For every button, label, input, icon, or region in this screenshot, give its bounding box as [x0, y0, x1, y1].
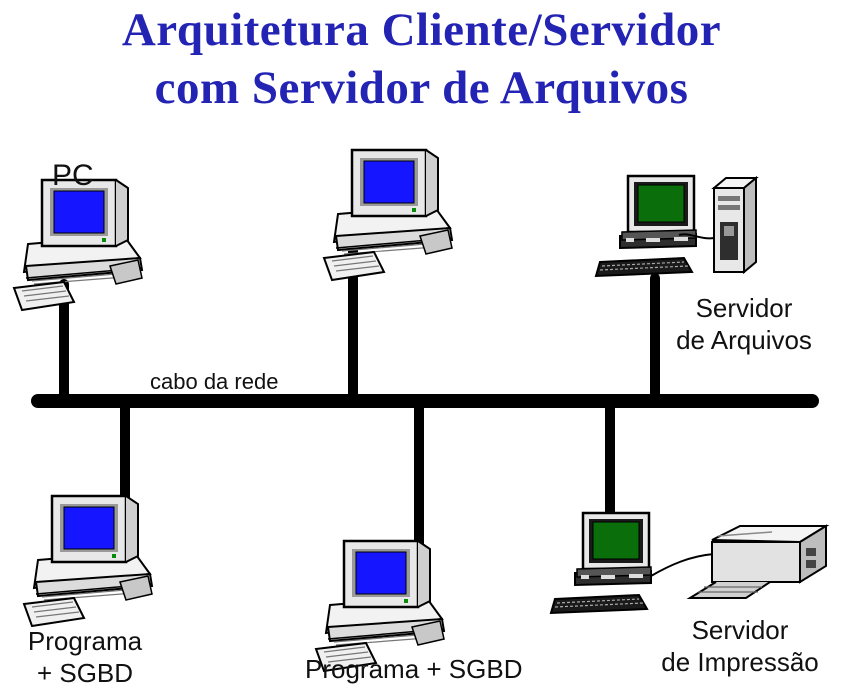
print-server-label-line-2: de Impressão — [661, 647, 819, 677]
desktop-computer-icon — [22, 494, 154, 628]
tower-case-icon — [678, 175, 759, 275]
file-server-label-line-2: de Arquivos — [676, 325, 812, 355]
client-left-label: Programa + SGBD — [0, 625, 170, 689]
client-left-label-line-1: Programa — [27, 626, 143, 656]
print-server-label-line-1: Servidor — [691, 615, 789, 645]
desktop-computer-icon — [322, 148, 454, 282]
print-server-label: Servidor de Impressão — [640, 614, 840, 678]
file-server-label: Servidor de Arquivos — [654, 292, 834, 356]
client-left-label-line-2: + SGBD — [36, 658, 134, 688]
desktop-computer-icon — [12, 178, 144, 312]
diagram-title-line-1: Arquitetura Cliente/Servidor — [121, 4, 722, 56]
pc-label: PC — [52, 159, 94, 192]
server-workstation-icon — [594, 174, 698, 278]
server-workstation-icon — [549, 511, 653, 615]
network-cable-label: cabo da rede — [150, 369, 279, 394]
printer-icon — [650, 524, 830, 599]
file-server-label-line-1: Servidor — [695, 293, 793, 323]
desktop-computer-icon — [314, 539, 446, 673]
client-middle-label: Programa + SGBD — [305, 654, 523, 684]
network-cable — [31, 240, 819, 555]
diagram-title-line-2: com Servidor de Arquivos — [154, 62, 689, 114]
